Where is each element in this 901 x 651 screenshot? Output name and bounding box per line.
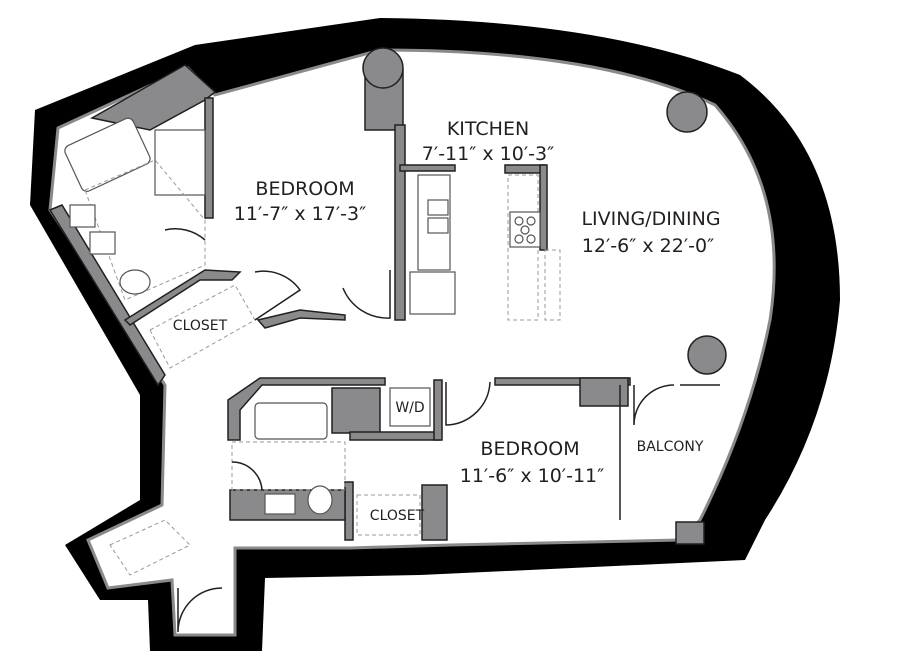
bedroom2-label: BEDROOM [480, 438, 579, 460]
wd-label: W/D [395, 400, 424, 416]
living-dining-label: LIVING/DINING [581, 208, 720, 230]
kitchen-label: KITCHEN [447, 118, 529, 140]
doors [164, 228, 720, 633]
living-dining-dims: 12′-6″ x 22′-0″ [582, 235, 714, 257]
column [687, 335, 727, 375]
closet2-label: CLOSET [370, 508, 425, 524]
closet1-label: CLOSET [173, 318, 228, 334]
column [362, 47, 404, 89]
kitchen-dims: 7′-11″ x 10′-3″ [422, 143, 554, 165]
column [666, 91, 708, 133]
bedroom2-dims: 11′-6″ x 10′-11″ [460, 465, 604, 487]
bedroom1-dims: 11′-7″ x 17′-3″ [234, 203, 366, 225]
bedroom1-label: BEDROOM [255, 178, 354, 200]
balcony-label: BALCONY [637, 439, 704, 455]
